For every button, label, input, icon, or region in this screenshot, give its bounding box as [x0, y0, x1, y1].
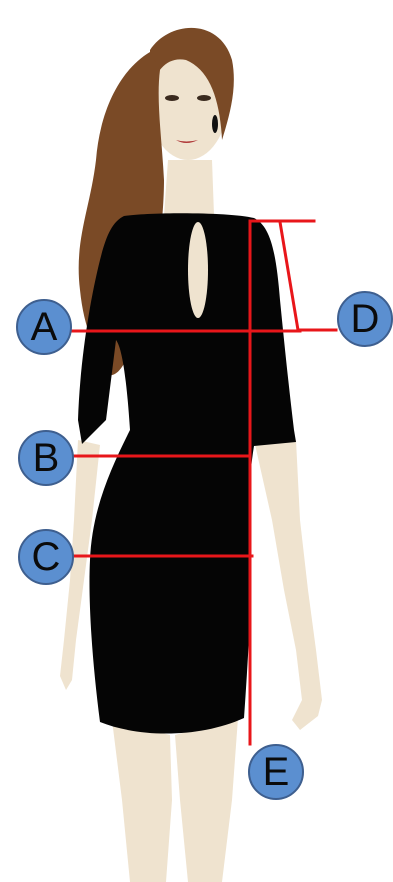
measurement-lines [68, 219, 338, 746]
keyhole-neckline [188, 222, 208, 318]
marker-b: B [18, 430, 74, 486]
marker-d-label: D [350, 297, 380, 341]
arms [60, 440, 322, 730]
black-dress [78, 213, 296, 734]
marker-c-label: C [31, 535, 61, 579]
marker-d: D [337, 291, 393, 347]
marker-b-label: B [32, 436, 60, 480]
marker-c: C [18, 529, 74, 585]
marker-a-label: A [30, 305, 58, 349]
marker-e: E [248, 744, 304, 800]
marker-a: A [16, 299, 72, 355]
marker-e-label: E [262, 750, 290, 794]
legs [112, 718, 238, 882]
head [148, 27, 234, 215]
measure-line-d-diagonal [278, 220, 300, 332]
